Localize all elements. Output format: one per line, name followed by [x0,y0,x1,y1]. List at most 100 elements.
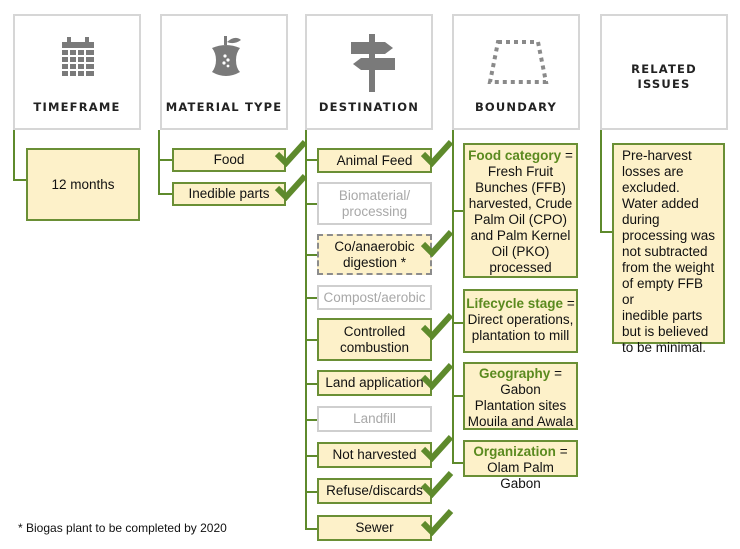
equals-sign: = [563,296,575,311]
boundary-header: BOUNDARY [452,14,580,130]
connector-line [452,395,463,397]
boundary-food-category: Food category = Fresh Fruit Bunches (FFB… [463,143,578,278]
related-issues-line: losses are [622,164,684,179]
related-issues-line: Pre-harvest [622,148,692,163]
connector-line [305,455,317,457]
destination-label: Compost/aerobic [323,289,426,305]
destination-label: combustion [339,339,410,355]
connector-line [13,130,15,180]
geography-label: Geography [479,366,551,381]
material-type-food: Food [172,148,286,172]
related-issues-line: inedible parts [622,308,703,323]
connector-line [305,419,317,421]
food-category-line: and Palm Kernel [470,228,571,243]
lifecycle-stage-line: Direct operations, [467,312,574,327]
dotted-boundary-icon [454,34,578,94]
connector-line [13,179,26,181]
destination-not-harvested: Not harvested [317,442,432,468]
destination-co-anaerobic-digestion: Co/anaerobic digestion * [317,234,432,275]
related-issues-line: excluded. [622,180,680,195]
related-issues-line: but is believed [622,324,709,339]
check-icon [420,229,454,257]
check-icon [274,139,308,167]
destination-label: Biomaterial/ [338,187,411,203]
related-issues-line: not subtracted [622,244,708,259]
food-category-label: Food category [468,148,562,163]
material-type-inedible-parts: Inedible parts [172,182,286,206]
destination-land-application: Land application [317,370,432,396]
boundary-lifecycle-stage: Lifecycle stage = Direct operations, pla… [463,289,578,353]
destination-label: Sewer [355,520,394,535]
connector-line [305,254,317,256]
destination-label: Land application [325,375,424,390]
organization-label: Organization [473,444,556,459]
connector-line [452,462,463,464]
check-icon [420,362,454,390]
check-icon [420,434,454,462]
boundary-organization: Organization = Olam Palm Gabon [463,440,578,491]
connector-line [305,339,317,341]
connector-line [452,210,463,212]
related-issues-line: of empty FFB or [622,276,704,307]
connector-line [305,528,317,530]
related-issues-line: processing was [622,228,716,243]
related-issues-title-line1: RELATED [631,62,697,76]
geography-line: Plantation sites [474,398,567,413]
connector-line [600,231,612,233]
lifecycle-stage-label: Lifecycle stage [466,296,564,311]
related-issues-note: Pre-harvest losses are excluded. Water a… [612,143,725,355]
destination-label: Animal Feed [336,152,413,168]
related-issues-line: Water added [622,196,699,211]
connector-line [158,159,172,161]
related-issues-line: from the weight [622,260,715,275]
destination-label: digestion * [342,254,407,270]
food-category-line: Fresh Fruit [487,164,554,179]
signpost-icon [307,34,431,94]
destination-animal-feed: Animal Feed [317,148,432,173]
material-type-title: MATERIAL TYPE [165,100,283,114]
related-issues-line: during [622,212,660,227]
lifecycle-stage-line: plantation to mill [471,328,570,343]
check-icon [420,470,454,498]
connector-line [305,383,317,385]
destination-refuse-discards: Refuse/discards [317,478,432,504]
food-category-line: Oil (PKO) [491,244,550,259]
food-category-line: harvested, Crude [468,196,573,211]
connector-line [305,203,317,205]
organization-line: Olam Palm Gabon [487,460,554,491]
footnote: * Biogas plant to be completed by 2020 [18,521,227,535]
connector-line [305,297,317,299]
destination-label: Controlled [343,323,406,339]
connector-line [600,130,602,232]
destination-label: Refuse/discards [326,483,423,498]
equals-sign: = [550,366,562,381]
connector-line [305,159,317,161]
connector-line [305,491,317,493]
connector-line [452,322,463,324]
destination-controlled-combustion: Controlled combustion [317,318,432,361]
material-type-header: MATERIAL TYPE [160,14,288,130]
check-icon [274,173,308,201]
destination-compost-aerobic: Compost/aerobic [317,285,432,310]
geography-line: Mouila and Awala [467,414,574,429]
destination-label: Landfill [353,411,396,426]
check-icon [420,139,454,167]
destination-label: processing [341,203,408,219]
boundary-geography: Geography = Gabon Plantation sites Mouil… [463,362,578,430]
food-category-line: Palm Oil (CPO) [473,212,567,227]
related-issues-line: to be minimal. [622,340,707,355]
timeframe-value: 12 months [26,148,140,221]
timeframe-title: TIMEFRAME [33,100,121,114]
related-issues-header: RELATED ISSUES [600,14,728,130]
timeframe-header: TIMEFRAME [13,14,141,130]
destination-label: Not harvested [332,447,417,462]
destination-label: Co/anaerobic [334,238,415,254]
destination-sewer: Sewer [317,515,432,541]
check-icon [420,312,454,340]
connector-line [305,130,307,530]
destination-landfill: Landfill [317,406,432,432]
boundary-title: BOUNDARY [474,100,558,114]
equals-sign: = [555,444,568,459]
food-category-line: Bunches (FFB) [475,180,566,195]
destination-title: DESTINATION [318,100,420,114]
